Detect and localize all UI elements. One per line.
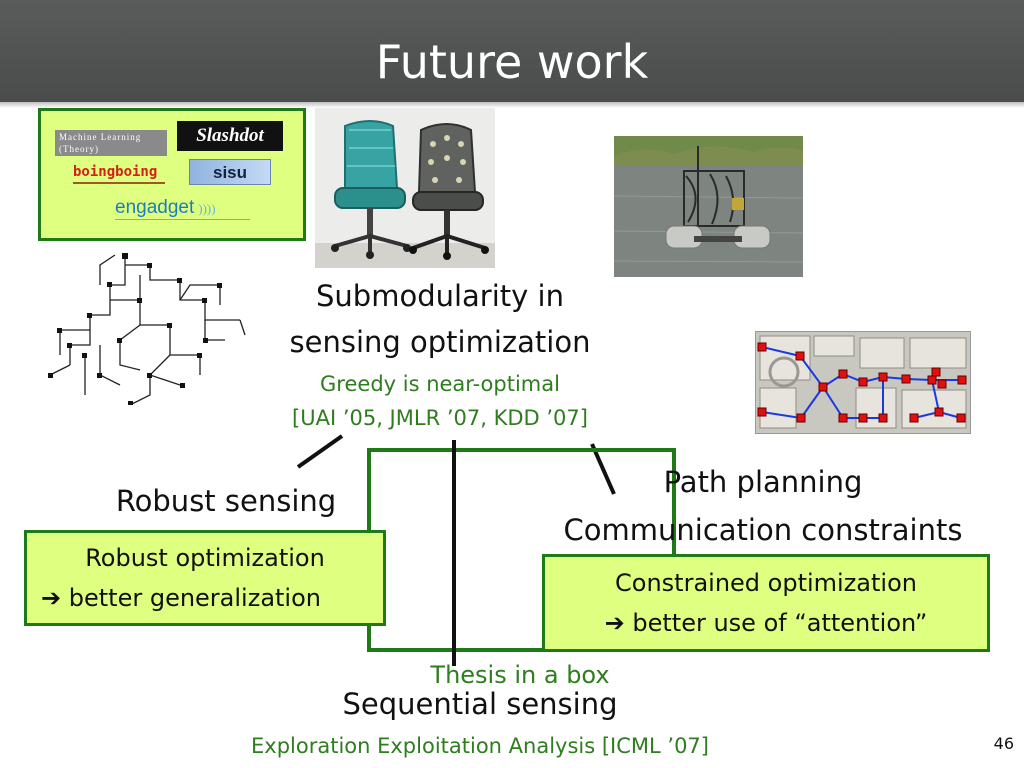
path-planning-line1: Path planning: [663, 465, 863, 499]
sequential-sensing-heading: Sequential sensing: [342, 687, 618, 721]
water-network-map: [40, 245, 250, 406]
slide-number: 46: [993, 734, 1014, 753]
right-arrow-icon: ➔: [41, 584, 62, 612]
sequential-sensing-citation: Exploration Exploitation Analysis [ICML …: [251, 734, 709, 758]
slashdot-logo: Slashdot: [177, 121, 283, 151]
blog-logos-box: Machine Learning (Theory) Slashdot boing…: [38, 108, 306, 241]
center-heading-line2: sensing optimization: [289, 325, 591, 359]
floorplan-path-diagram: [755, 331, 971, 434]
path-planning-line2: Communication constraints: [563, 513, 963, 547]
center-subtitle: Greedy is near-optimal: [320, 372, 560, 396]
robust-box-line1: Robust optimization: [85, 544, 325, 572]
slide-title: Future work: [375, 35, 649, 89]
signal-arcs-icon: )))): [198, 201, 216, 216]
title-bar: [0, 0, 1024, 108]
center-heading: Submodularity in sensing optimization: [240, 276, 640, 362]
thesis-in-a-box-label: Thesis in a box: [430, 661, 610, 689]
right-arrow-icon: ➔: [604, 609, 625, 637]
robust-optimization-box: Robust optimization ➔ better generalizat…: [24, 530, 386, 626]
sensor-chairs-photo: [315, 108, 495, 268]
boingboing-logo: boingboing: [73, 164, 179, 188]
constrained-box-line1: Constrained optimization: [615, 569, 917, 597]
constrained-optimization-box: Constrained optimization ➔ better use of…: [542, 554, 990, 652]
robotic-boat-photo: [614, 136, 803, 277]
center-heading-line1: Submodularity in: [316, 279, 564, 313]
vertical-connector: [452, 440, 456, 666]
robust-box-line2: ➔ better generalization: [41, 584, 321, 612]
sisu-logo: sisu: [189, 159, 271, 185]
path-planning-heading: Path planning Communication constraints: [542, 462, 984, 550]
ml-theory-logo: Machine Learning (Theory): [55, 130, 167, 156]
robust-sensing-heading: Robust sensing: [115, 484, 337, 518]
engadget-logo: engadget )))): [115, 197, 255, 225]
center-citation: [UAI ’05, JMLR ’07, KDD ’07]: [292, 406, 588, 430]
constrained-box-line2: ➔ better use of “attention”: [604, 609, 928, 637]
